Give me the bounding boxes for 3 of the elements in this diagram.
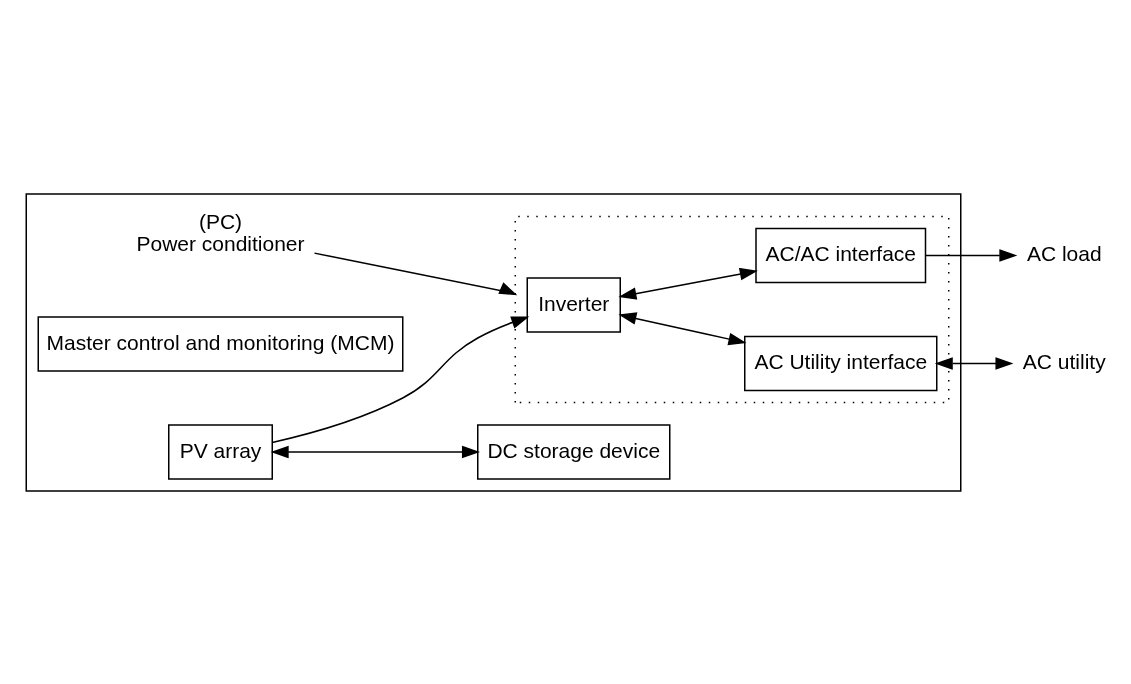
node-text: AC load [1026,241,1102,265]
node-text: AC utility [1022,349,1106,373]
node-text: (PC) Power conditioner [136,209,305,255]
